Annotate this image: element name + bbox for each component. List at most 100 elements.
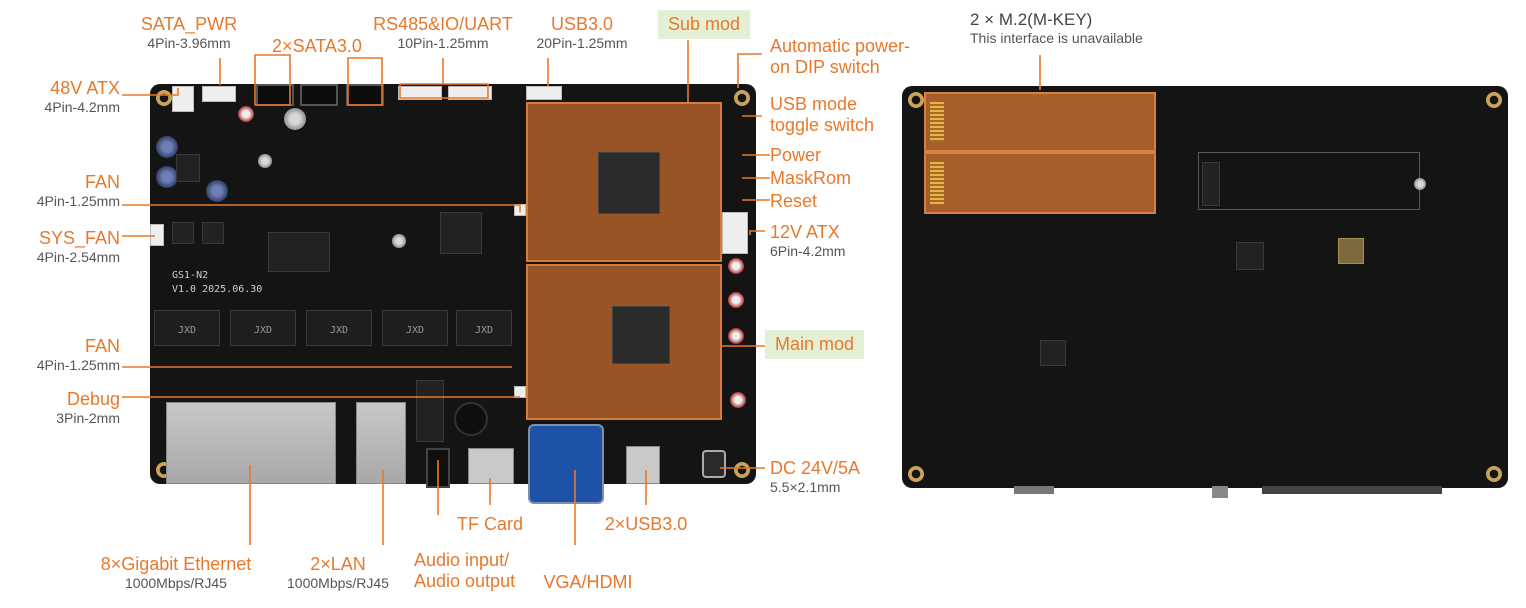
tf-card-slot: [468, 448, 514, 484]
sata-pwr-connector: [202, 86, 236, 102]
label-title: VGA/HDMI: [543, 572, 633, 592]
callout-dip-switch: Automatic power- on DIP switch: [770, 36, 910, 77]
label-title: 2×SATA3.0: [272, 36, 362, 56]
controller-chip: [440, 212, 482, 254]
lan-controller: [416, 380, 444, 442]
label-title: RS485&IO/UART: [373, 14, 513, 34]
capacitor: [728, 292, 744, 308]
buzzer: [454, 402, 488, 436]
capacitor: [238, 106, 254, 122]
sub-module: [526, 102, 722, 262]
m2-slot: [924, 92, 1156, 152]
hole: [1414, 178, 1426, 190]
label-title: SATA_PWR: [140, 14, 238, 34]
callout-debug: Debug 3Pin-2mm: [6, 389, 120, 426]
usb3-ports: [626, 446, 660, 484]
callout-audio: Audio input/ Audio output: [414, 550, 515, 591]
mosfet: [176, 154, 200, 182]
vga-edge: [1014, 486, 1054, 494]
sata-connector: [346, 84, 384, 106]
label-title: 2×USB3.0: [604, 514, 688, 534]
label-title: Audio input/: [414, 550, 510, 570]
label-title: 8×Gigabit Ethernet: [100, 554, 252, 574]
label-sub: 6Pin-4.2mm: [770, 242, 846, 259]
capacitor: [206, 180, 228, 202]
callout-fan-2: FAN 4Pin-1.25mm: [6, 336, 120, 373]
label-sub: 20Pin-1.25mm: [536, 34, 628, 51]
callout-vga-hdmi: VGA/HDMI: [538, 572, 638, 593]
phy-chip: [202, 222, 224, 244]
lan-transformer: JXD: [230, 310, 296, 346]
label-title: 2 × M.2(M-KEY): [970, 10, 1093, 29]
mounting-hole: [908, 466, 924, 482]
ethernet-ports-block: [166, 402, 336, 484]
callout-tf-card: TF Card: [450, 514, 530, 535]
uart-connector: [448, 86, 492, 100]
label-sub: 3Pin-2mm: [56, 409, 120, 426]
tag-main-mod: Main mod: [765, 330, 865, 359]
label-title: Power: [770, 145, 822, 165]
m2-slot: [924, 152, 1156, 214]
capacitor: [728, 258, 744, 274]
atx12-connector: [722, 212, 748, 254]
board-model: GS1-N2: [172, 270, 209, 281]
pcie-connector: [1202, 162, 1220, 206]
label-title: 48V ATX: [50, 78, 120, 98]
capacitor: [258, 154, 272, 168]
callout-usb3-header: USB3.0 20Pin-1.25mm: [522, 14, 642, 51]
callout-8-ethernet: 8×Gigabit Ethernet 1000Mbps/RJ45: [86, 554, 266, 591]
inductor: [284, 108, 306, 130]
lan-transformer: JXD: [456, 310, 512, 346]
callout-usb-mode: USB mode toggle switch: [770, 94, 874, 135]
callout-usb3-front: 2×USB3.0: [598, 514, 694, 535]
label-title: toggle switch: [770, 114, 875, 135]
label-title: USB3.0: [550, 14, 614, 34]
capacitor: [156, 166, 178, 188]
mounting-hole: [734, 90, 750, 106]
rj45-edge: [1262, 486, 1442, 494]
capacitor: [156, 136, 178, 158]
label-sub: This interface is unavailable: [970, 29, 1143, 46]
label-title: on DIP switch: [770, 56, 880, 77]
label-title: Automatic power-: [770, 36, 911, 56]
capacitor: [730, 392, 746, 408]
audio-jack: [426, 448, 450, 488]
lan-transformer: JXD: [382, 310, 448, 346]
label-title: 12V ATX: [770, 222, 840, 242]
label-title: FAN: [84, 336, 120, 356]
ethernet-switch-chip: [268, 232, 330, 272]
label-title: Debug: [66, 389, 120, 409]
callout-48v-atx: 48V ATX 4Pin-4.2mm: [6, 78, 120, 115]
callout-dc-input: DC 24V/5A 5.5×2.1mm: [770, 458, 860, 495]
main-module: [526, 264, 722, 420]
board-version: V1.0 2025.06.30: [172, 284, 263, 295]
board-top-view: GS1-N2 V1.0 2025.06.30 JXD JXD JXD JXD J…: [150, 84, 756, 504]
usb3-header: [526, 86, 562, 100]
mounting-hole: [734, 462, 750, 478]
callout-2-lan: 2×LAN 1000Mbps/RJ45: [270, 554, 406, 591]
label-title: Reset: [770, 191, 818, 211]
callout-power: Power: [770, 145, 821, 166]
lan-ports-block: [356, 402, 406, 484]
gold-pad: [1338, 238, 1364, 264]
dc-jack: [702, 450, 726, 478]
lan-transformer: JXD: [154, 310, 220, 346]
label-sub: 4Pin-4.2mm: [44, 98, 120, 115]
label-title: MaskRom: [770, 168, 852, 188]
callout-m2: 2 × M.2(M-KEY) This interface is unavail…: [970, 10, 1143, 46]
callout-sys-fan: SYS_FAN 4Pin-2.54mm: [6, 228, 120, 265]
callout-reset: Reset: [770, 191, 817, 212]
lan-transformer: JXD: [306, 310, 372, 346]
ic-chip: [1040, 340, 1066, 366]
callout-sata3: 2×SATA3.0: [252, 36, 382, 57]
soc-chip: [598, 152, 660, 214]
label-sub: 5.5×2.1mm: [770, 478, 841, 495]
label-title: FAN: [84, 172, 120, 192]
label-title: SYS_FAN: [38, 228, 120, 248]
capacitor: [728, 328, 744, 344]
atx48-connector: [172, 86, 194, 112]
callout-maskrom: MaskRom: [770, 168, 851, 189]
soc-chip: [612, 306, 670, 364]
board-bottom-view: [902, 86, 1508, 498]
